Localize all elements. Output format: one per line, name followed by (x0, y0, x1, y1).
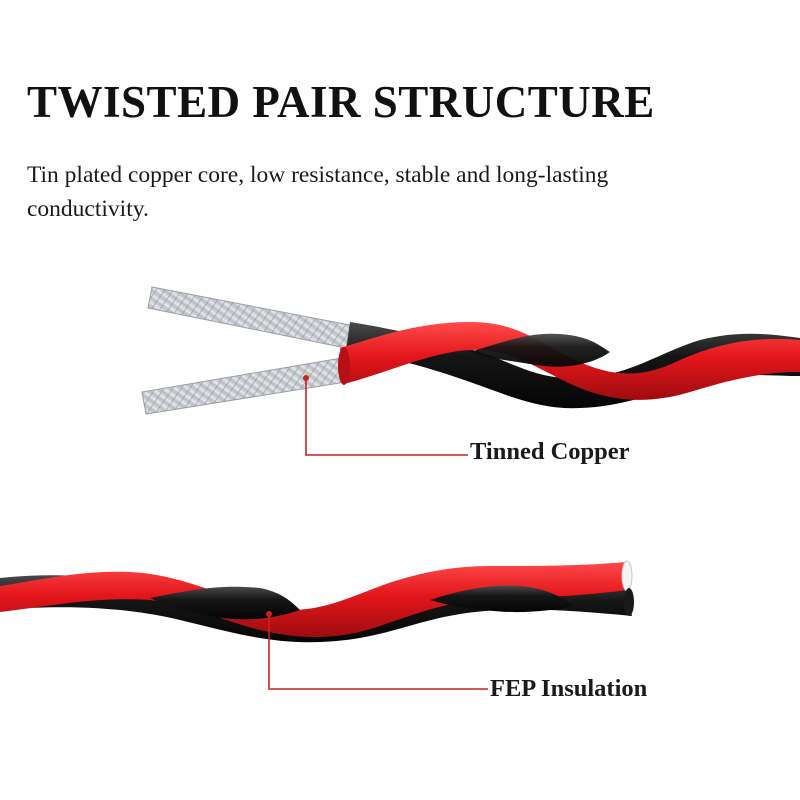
callout-copper (303, 375, 468, 456)
stripped-wire-pair (141, 286, 800, 415)
black-wire-end (624, 588, 634, 616)
wire-end-face (621, 560, 633, 592)
red-wire-lower (0, 562, 628, 638)
page-title: TWISTED PAIR STRUCTURE (27, 77, 655, 127)
description-text: Tin plated copper core, low resistance, … (27, 162, 609, 222)
label-tinned-copper: Tinned Copper (470, 438, 630, 465)
callout-line-copper (305, 378, 468, 456)
red-insulation-end (338, 347, 350, 385)
label-fep-insulation: FEP Insulation (490, 675, 648, 702)
copper-strand-upper (147, 286, 351, 349)
copper-strand-lower (141, 357, 347, 415)
callout-line-insulation (268, 614, 488, 690)
callout-insulation (266, 611, 488, 690)
twisted-wire-pair (0, 560, 634, 643)
